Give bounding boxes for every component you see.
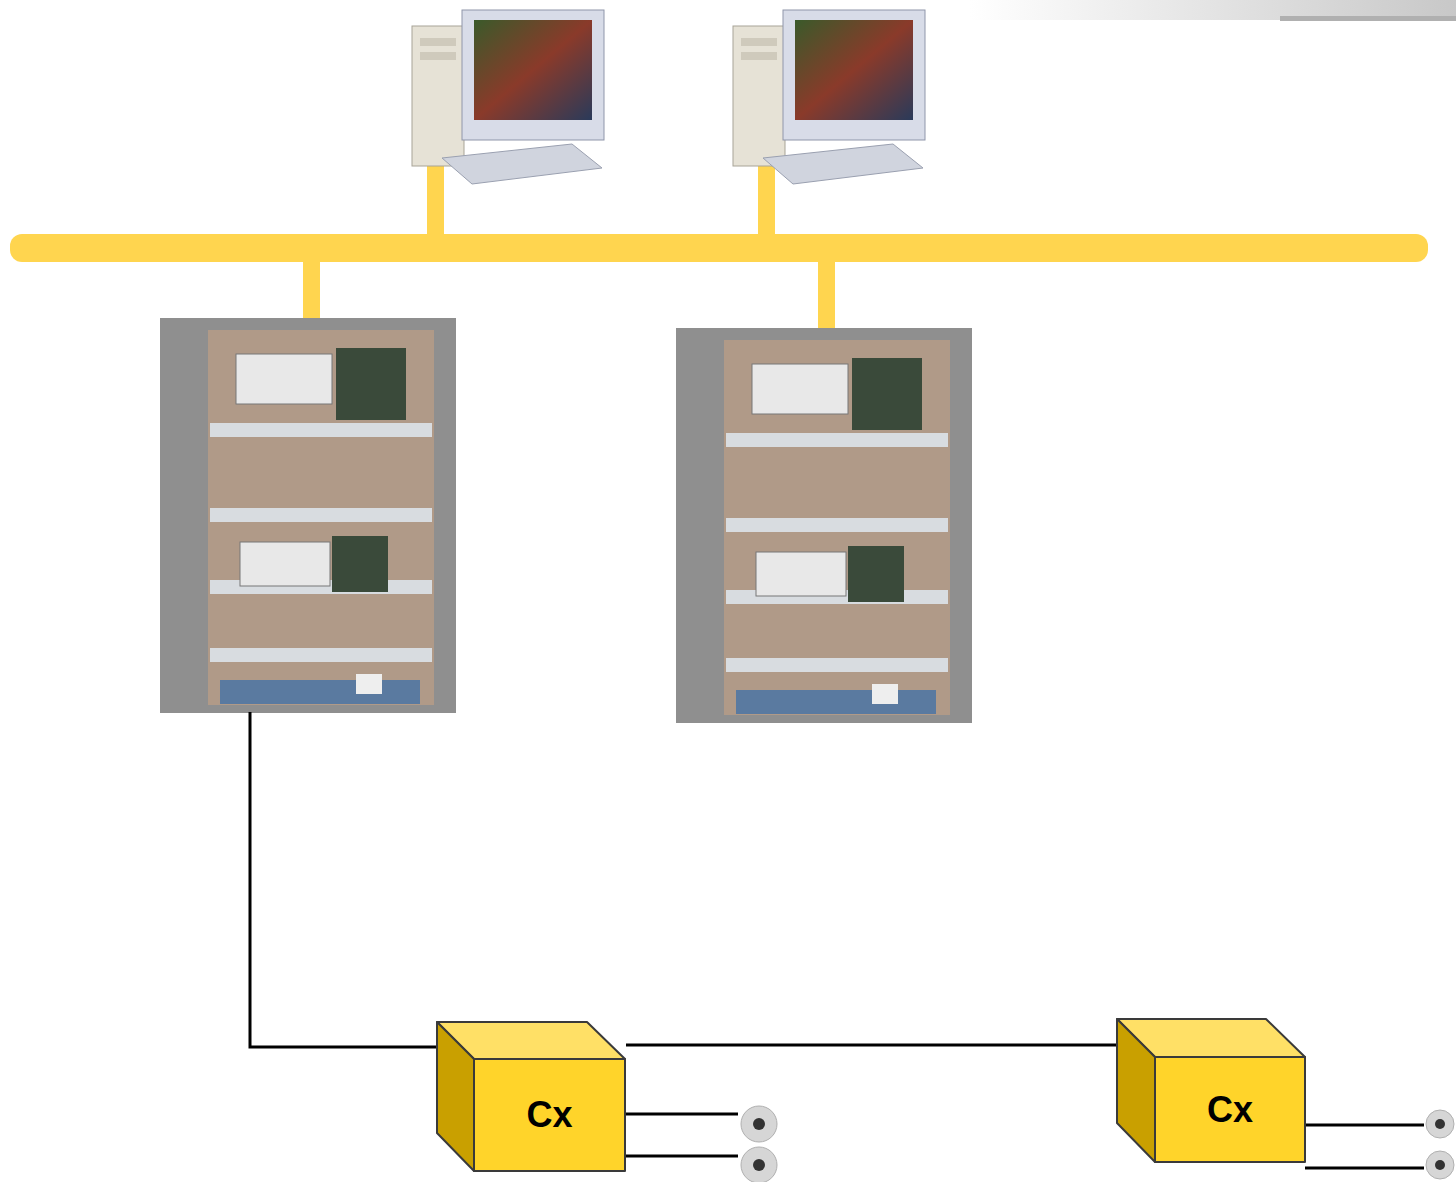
io-modules bbox=[852, 358, 922, 430]
shelf bbox=[210, 508, 432, 522]
sensor-lens bbox=[753, 1159, 765, 1171]
box-face bbox=[1117, 1019, 1155, 1162]
pc-drive bbox=[420, 52, 456, 60]
monitor-screen bbox=[474, 20, 592, 120]
plc-module bbox=[236, 354, 332, 404]
network-bus bbox=[10, 234, 1428, 262]
box-label: Cx bbox=[526, 1095, 572, 1135]
box-label: Cx bbox=[1207, 1090, 1253, 1130]
sensor-body bbox=[1426, 1110, 1454, 1138]
cabinet-inner bbox=[208, 330, 434, 705]
bus-drop bbox=[427, 160, 444, 236]
junction bbox=[356, 674, 382, 694]
pc-drive bbox=[741, 38, 777, 46]
pc-drive bbox=[741, 52, 777, 60]
sensor-wire bbox=[625, 1113, 738, 1116]
control-cabinet bbox=[160, 318, 456, 713]
computer-icon bbox=[733, 10, 925, 184]
bus-drop bbox=[758, 160, 775, 236]
computer-icon bbox=[412, 10, 604, 184]
box-face bbox=[437, 1022, 474, 1171]
shelf bbox=[210, 423, 432, 437]
io-modules bbox=[332, 536, 388, 592]
keyboard bbox=[442, 144, 602, 184]
header-rule-dark bbox=[1280, 16, 1456, 21]
header-rule bbox=[970, 0, 1456, 20]
cabinet-body bbox=[676, 328, 972, 723]
monitor-frame bbox=[462, 10, 604, 140]
terminal-block bbox=[220, 680, 420, 704]
terminal-block bbox=[736, 690, 936, 714]
pc-tower bbox=[412, 26, 464, 166]
sensor-body bbox=[741, 1147, 777, 1182]
bus-drop bbox=[818, 260, 835, 330]
shelf bbox=[726, 658, 948, 672]
cabinet-inner bbox=[724, 340, 950, 715]
sensor-lens bbox=[1435, 1119, 1445, 1129]
monitor-screen bbox=[795, 20, 913, 120]
junction bbox=[872, 684, 898, 704]
box-face bbox=[474, 1059, 625, 1171]
io-modules bbox=[336, 348, 406, 420]
keyboard bbox=[763, 144, 923, 184]
sensor-lens bbox=[753, 1118, 765, 1130]
sensor-wire bbox=[1305, 1167, 1424, 1170]
plc-module bbox=[756, 552, 846, 596]
shelf bbox=[210, 648, 432, 662]
fieldbus-wire bbox=[250, 712, 437, 1047]
pc-tower bbox=[733, 26, 785, 166]
shelf bbox=[726, 433, 948, 447]
bus-drop bbox=[303, 260, 320, 320]
monitor-frame bbox=[783, 10, 925, 140]
sensor-icon bbox=[741, 1106, 1454, 1182]
pc-drive bbox=[420, 38, 456, 46]
box-face bbox=[1155, 1057, 1305, 1162]
shelf bbox=[726, 518, 948, 532]
sensor-body bbox=[741, 1106, 777, 1142]
sensor-wire bbox=[625, 1155, 738, 1158]
sensor-body bbox=[1426, 1151, 1454, 1179]
cabinet-body bbox=[160, 318, 456, 713]
io-modules bbox=[848, 546, 904, 602]
cable-line bbox=[626, 1044, 1116, 1047]
plc-module bbox=[240, 542, 330, 586]
cube-box: Cx bbox=[1116, 1018, 1306, 1163]
sensor-lens bbox=[1435, 1160, 1445, 1170]
bus-cable bbox=[626, 1045, 1116, 1046]
cube-box: Cx bbox=[436, 1021, 626, 1172]
plc-module bbox=[752, 364, 848, 414]
sensor-wire bbox=[1305, 1124, 1424, 1127]
control-cabinet bbox=[676, 328, 972, 723]
